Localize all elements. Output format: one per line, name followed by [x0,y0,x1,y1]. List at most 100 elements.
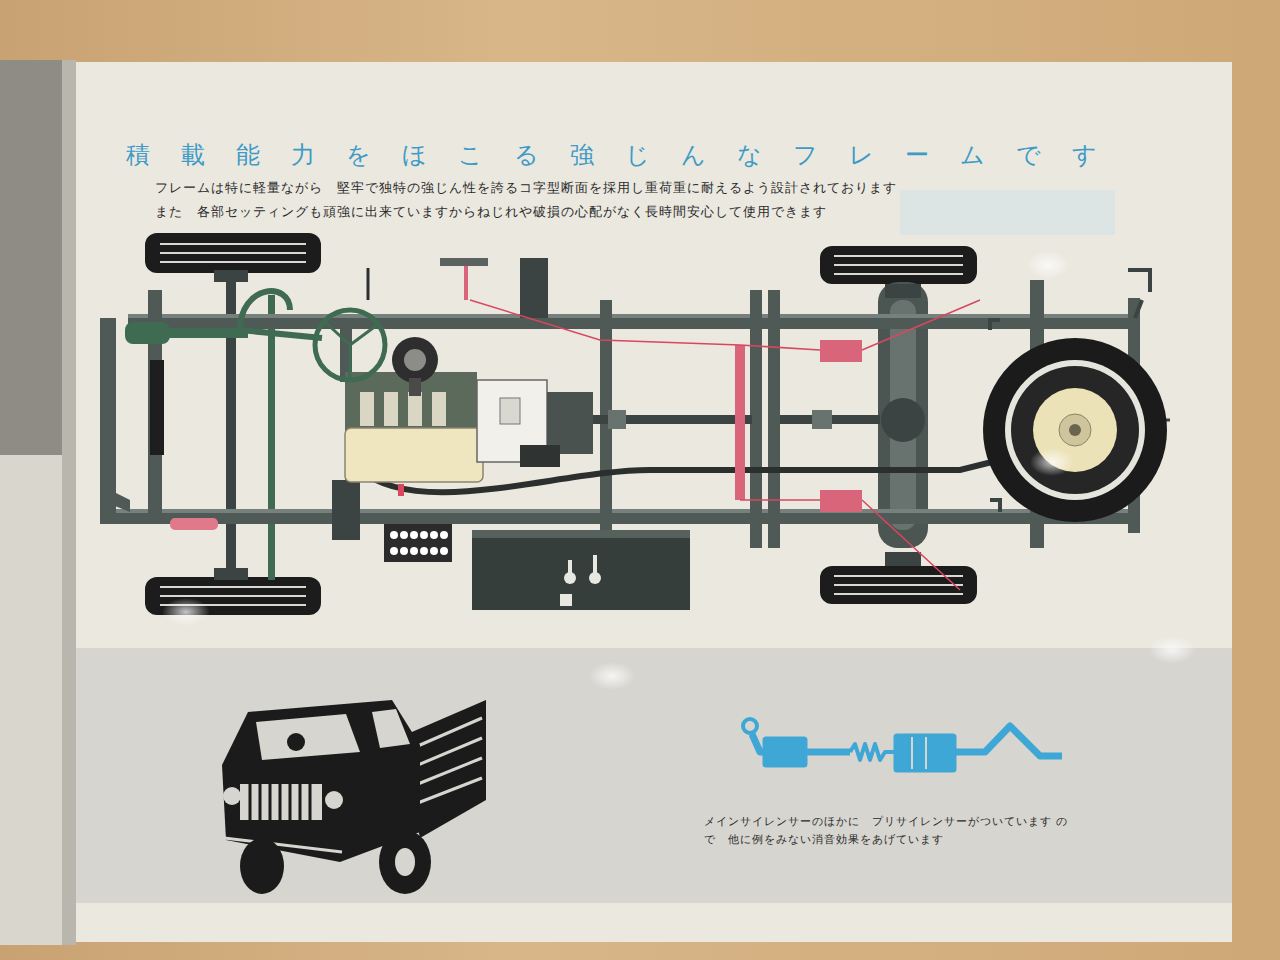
chassis-drawing [100,233,1170,615]
engine [500,398,520,424]
truck-illustration [395,848,415,876]
frame [100,509,1140,524]
page-paper [76,648,1232,903]
tire [834,255,963,257]
truck-illustration [256,714,360,760]
brake-parts [440,258,488,266]
engine [547,392,593,454]
steering [350,325,377,345]
page-paper [62,60,76,945]
engine [398,484,404,496]
engine [408,392,422,426]
spare-tire [1005,360,1145,500]
silencer-diagram [850,744,897,760]
truck-illustration [240,784,322,820]
axle [881,398,925,442]
battery [410,531,418,539]
engine [360,392,374,426]
axle [885,284,921,298]
steering [325,322,350,345]
frame [100,318,116,518]
frame [100,258,1170,548]
battery [384,524,452,562]
tire [834,264,963,266]
frame [520,258,548,318]
fuel-tank [564,572,576,584]
engine [345,428,483,482]
spare-tire [1011,366,1139,494]
frame [768,290,780,548]
tire [145,233,321,273]
battery [390,547,398,555]
fuel-tank [570,555,595,575]
steering [315,310,385,380]
light-glare [162,251,1196,690]
steering [367,268,370,300]
brake-parts [464,262,468,300]
engine [404,349,426,371]
battery [440,531,448,539]
spare-tire [1059,414,1091,446]
fuel-tank [472,530,690,538]
tire [834,584,963,586]
text-holder: 積載能力をほこる強じんなフレームです [126,139,1128,171]
battery [430,531,438,539]
steering [240,291,290,330]
steering [125,322,170,344]
spare-tire [983,338,1167,522]
page-paper [900,190,1115,235]
silencer-diagram [766,740,804,764]
frame [1128,270,1150,318]
fuel-tank [560,594,572,606]
tire [834,273,963,275]
tire [160,243,306,245]
brake-parts [170,518,218,530]
fuel-tank [589,572,601,584]
page-heading: 積載能力をほこる強じんなフレームです [126,139,1128,171]
truck-illustration [240,838,284,894]
body-text: また 各部セッティングも頑強に出来ていますからねじれや破損の心配がなく長時間安心… [155,203,827,221]
body-text: フレームは特に軽量ながら 堅牢で独特の強じん性を誇るコ字型断面を採用し重荷重に耐… [155,179,897,197]
driveline [608,410,626,429]
engine [392,337,438,383]
engine [432,392,446,426]
truck-illustration [224,838,342,852]
text-holder: メインサイレンサーのほかに プリサイレンサーがついています ので 他に例をみない… [704,813,1074,849]
light-glare [1148,636,1196,664]
page-paper [0,60,1232,945]
tire [834,593,963,595]
text-holder: フレームは特に軽量ながら 堅牢で独特の強じん性を誇るコ字型断面を採用し重荷重に耐… [155,179,897,197]
truck-illustration [287,733,305,751]
frame [332,480,360,540]
tire [160,586,306,588]
battery [410,547,418,555]
text-holder: また 各部セッティングも頑強に出来ていますからねじれや破損の心配がなく長時間安心… [155,203,827,221]
brake-parts [820,490,862,512]
light-glare [1030,448,1074,476]
tire [145,233,977,615]
truck-illustration [250,784,310,820]
battery [420,547,428,555]
fuel-tank [472,530,690,610]
light-glare [162,598,210,626]
axle [214,568,248,580]
truck-illustration [410,778,482,806]
silencer-diagram [743,719,757,733]
engine [384,392,398,426]
silencer-diagram [897,737,953,769]
silencer-diagram [912,737,926,769]
axle [214,270,248,282]
steering [168,328,248,338]
battery [400,547,408,555]
battery [420,531,428,539]
steering [349,345,352,380]
battery [390,531,398,539]
light-glare [588,662,636,690]
engine [409,378,421,396]
tire [820,246,977,284]
truck-illustration [222,700,486,894]
battery [384,524,452,562]
steering [125,268,385,380]
frame [100,509,1140,513]
brake-parts [820,340,862,362]
